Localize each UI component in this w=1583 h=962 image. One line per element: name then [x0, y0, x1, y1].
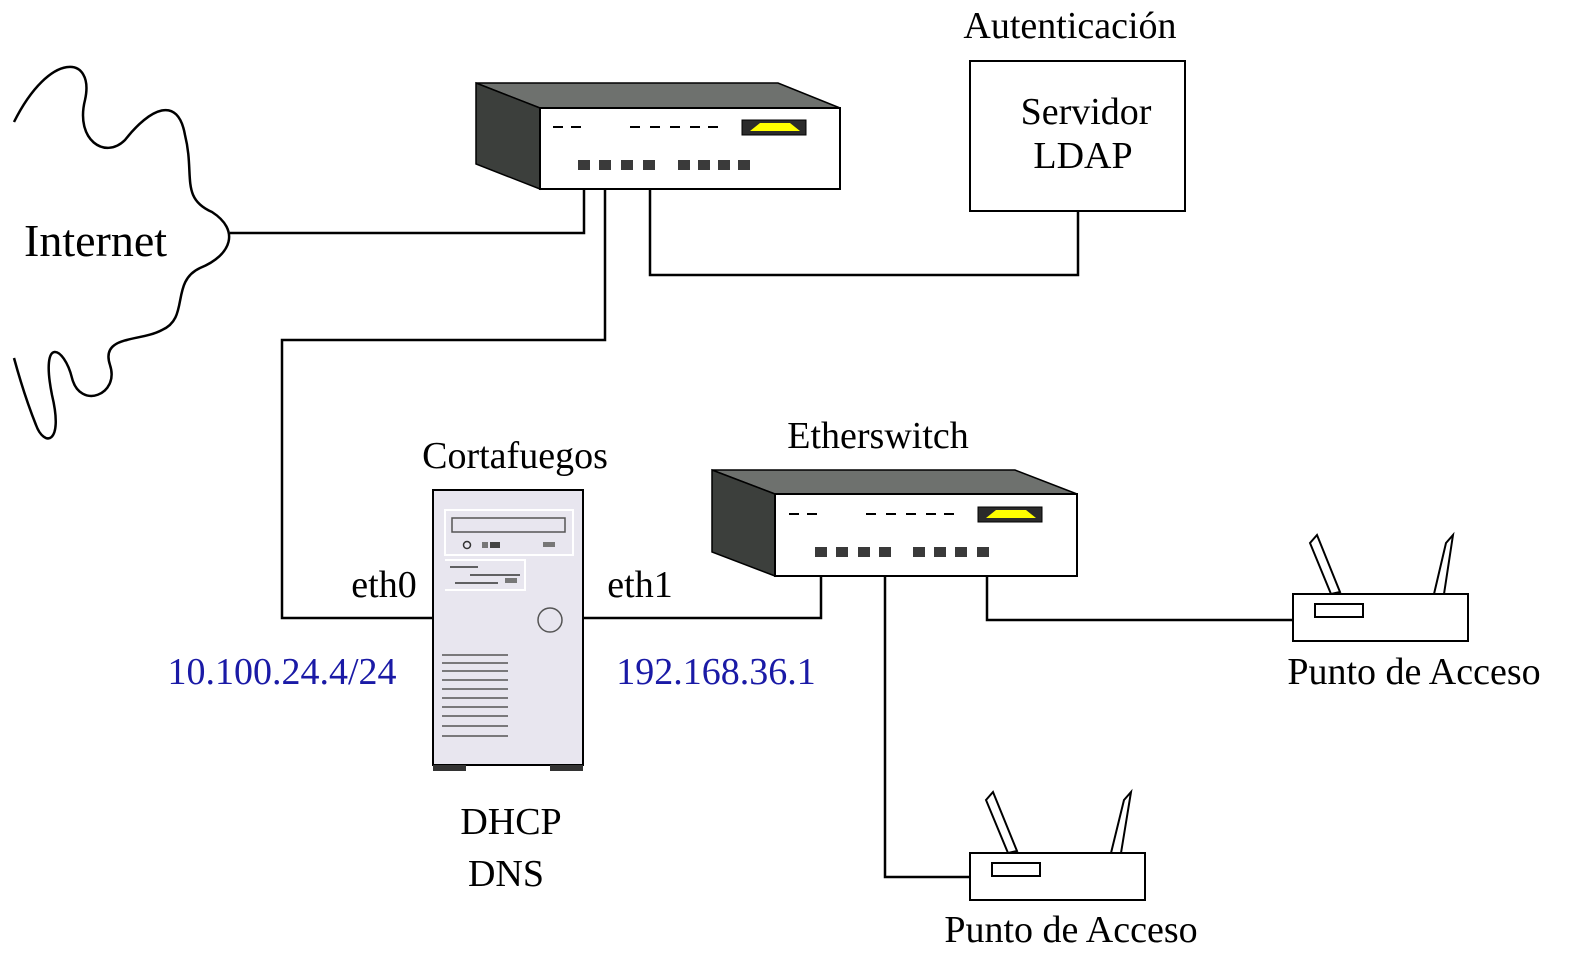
ldap-box: [969, 60, 1186, 212]
cd-drive: [451, 517, 566, 533]
cortafuegos-label: Cortafuegos: [422, 435, 608, 477]
firewall-server: Cortafuegos eth0 eth1 DHCP DNS: [351, 435, 672, 895]
server-vents: [442, 654, 508, 737]
ap-bottom-label: Punto de Acceso: [944, 909, 1197, 951]
wire-internet-router: [230, 170, 586, 235]
ip-eth0: 10.100.24.4/24: [167, 651, 396, 693]
etherswitch: Etherswitch: [711, 415, 1078, 578]
ap-display: [1314, 603, 1364, 618]
eth1-label: eth1: [607, 564, 672, 606]
antenna-right-icon: [1432, 531, 1455, 595]
wire-firewall-eth1-switch: [583, 558, 823, 620]
router-ports: [578, 160, 750, 170]
dhcp-label: DHCP: [460, 801, 561, 843]
antenna-left-icon: [984, 790, 1019, 855]
wire-switch-ap-right: [985, 558, 1293, 622]
eth0-label: eth0: [351, 564, 416, 606]
ip-eth1: 192.168.36.1: [616, 651, 816, 693]
wire-switch-ap-bottom: [883, 558, 970, 879]
internet-label: Internet: [24, 215, 167, 266]
ldap-label: LDAP: [1033, 135, 1132, 177]
ap-right-label: Punto de Acceso: [1287, 651, 1540, 693]
router-status-led: [741, 119, 807, 136]
connections: [230, 170, 1293, 879]
wire-router-ldap: [648, 170, 1080, 277]
autenticacion-label: Autenticación: [963, 5, 1176, 47]
servidor-label: Servidor: [1021, 91, 1152, 133]
switch-status-led: [977, 506, 1043, 523]
access-point-right: Punto de Acceso: [1287, 531, 1541, 693]
switch-ports: [815, 547, 989, 557]
antenna-left-icon: [1308, 533, 1342, 596]
switch-front: [774, 493, 1078, 577]
etherswitch-label: Etherswitch: [787, 415, 969, 457]
ap-display: [991, 862, 1041, 877]
router: [475, 81, 841, 191]
access-point-bottom: Punto de Acceso: [944, 788, 1198, 951]
ldap-server: Autenticación Servidor LDAP: [963, 5, 1186, 212]
wire-router-firewall-eth0: [280, 170, 607, 620]
internet-cloud: Internet: [12, 65, 231, 440]
dns-label: DNS: [468, 853, 544, 895]
antenna-right-icon: [1109, 788, 1133, 854]
power-button: [537, 607, 563, 633]
